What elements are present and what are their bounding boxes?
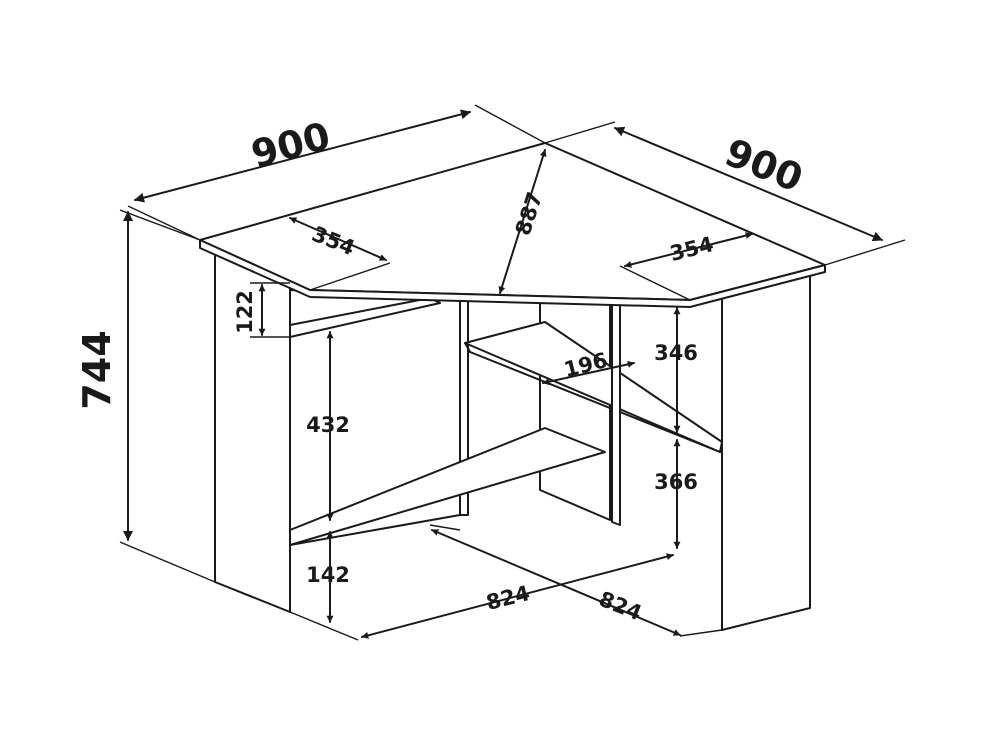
dim-line-354-left xyxy=(289,217,387,261)
dim-line-top-right xyxy=(614,126,883,242)
shelf-edge-line xyxy=(464,342,471,353)
desktop-edge xyxy=(199,239,826,308)
extension-line xyxy=(309,262,391,291)
extension-line xyxy=(474,104,546,144)
shelf-edge-line xyxy=(469,351,721,453)
label-left-clearance: 432 xyxy=(306,413,350,437)
label-upper-gap: 346 xyxy=(654,341,698,365)
extension-line xyxy=(429,524,461,531)
right-inner-panel xyxy=(611,299,621,526)
extension-line xyxy=(289,611,359,641)
label-lower-gap: 366 xyxy=(654,470,698,494)
dim-line-354-right xyxy=(624,232,753,268)
label-base-right-width: 824 xyxy=(596,587,646,626)
extension-line xyxy=(544,121,616,144)
extension-line xyxy=(679,629,723,637)
extension-line xyxy=(119,541,216,583)
dim-line-196 xyxy=(542,360,635,386)
extension-line xyxy=(619,265,691,301)
dim-line-824-right xyxy=(431,529,681,636)
label-top-left-width: 900 xyxy=(247,114,335,177)
label-bottom-shelf-height: 142 xyxy=(306,563,350,587)
extension-line xyxy=(119,209,201,241)
extension-line xyxy=(824,239,906,266)
label-base-left-width: 824 xyxy=(484,581,532,615)
right-side-panel xyxy=(721,271,811,631)
extension-line xyxy=(127,205,201,241)
dim-line-887 xyxy=(498,149,547,294)
label-total-height: 744 xyxy=(75,330,119,409)
dim-line-top-left xyxy=(134,109,471,203)
label-top-apron-height: 122 xyxy=(233,290,257,334)
